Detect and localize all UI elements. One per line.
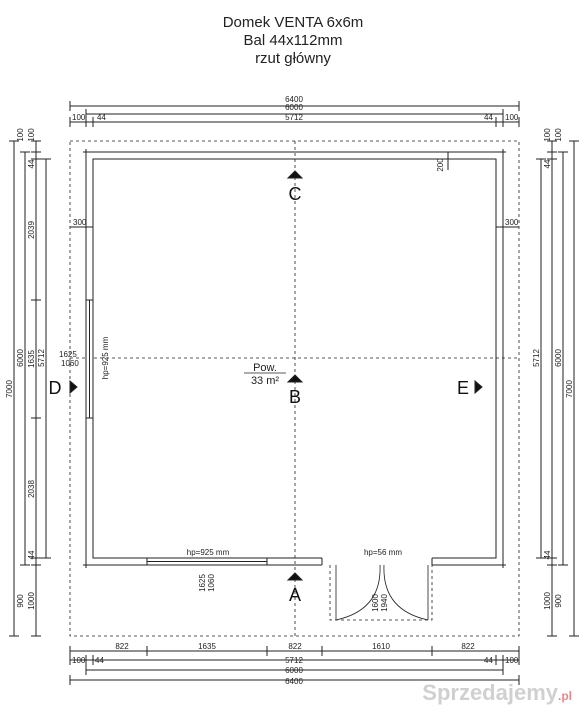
dim-bottom-5712: 5712 xyxy=(285,656,303,665)
door-height-2: 1940 xyxy=(380,594,389,612)
door-height: 1600 xyxy=(371,594,380,612)
dim-left-100-top-2: 100 xyxy=(16,128,25,142)
dim-bottom-6400: 6400 xyxy=(285,677,303,686)
dim-top-6400: 6400 xyxy=(285,95,303,104)
drawing-title: Domek VENTA 6x6m Bal 44x112mm rzut główn… xyxy=(0,14,586,68)
dim-bottom-1610: 1610 xyxy=(372,642,390,651)
dim-bottom-822-b: 822 xyxy=(288,642,302,651)
dim-right-5712: 5712 xyxy=(532,349,541,367)
section-b-label: B xyxy=(289,387,301,407)
window-left-height-2: 1060 xyxy=(61,359,79,368)
door-hp: hp=56 mm xyxy=(364,548,402,557)
dim-left-2038: 2038 xyxy=(27,480,36,498)
watermark-tld: .pl xyxy=(558,689,572,703)
dim-right-900: 900 xyxy=(554,594,563,608)
dim-left-100-top: 100 xyxy=(27,128,36,142)
dim-right-100-top: 100 xyxy=(543,128,552,142)
dim-top-44-right: 44 xyxy=(484,113,493,122)
wall-outer xyxy=(85,151,504,566)
dim-bottom-100-right: 100 xyxy=(505,656,519,665)
section-e-label: E xyxy=(457,378,469,398)
dim-left-6000: 6000 xyxy=(16,349,25,367)
window-left-hp: hp=925 mm xyxy=(101,336,110,379)
window-bottom-height-2: 1060 xyxy=(207,574,216,592)
section-d-label: D xyxy=(49,378,62,398)
dim-top-5712: 5712 xyxy=(285,113,303,122)
section-a-label: A xyxy=(289,585,301,605)
dim-left-1000: 1000 xyxy=(27,592,36,610)
dim-bottom-822-a: 822 xyxy=(115,642,129,651)
window-left-height: 1625 xyxy=(59,350,77,359)
dim-left-44-top: 44 xyxy=(27,159,36,168)
title-line-2: Bal 44x112mm xyxy=(243,32,343,49)
dim-bottom-100-left: 100 xyxy=(72,656,86,665)
dim-top-6000: 6000 xyxy=(285,103,303,112)
dim-300-left: 300 xyxy=(73,218,87,227)
dim-bottom-44-left: 44 xyxy=(95,656,104,665)
section-c-label: C xyxy=(289,184,302,204)
wall-inner xyxy=(92,158,497,559)
dim-left-1635: 1635 xyxy=(27,350,36,368)
dim-left-900: 900 xyxy=(16,594,25,608)
dim-bottom-6000: 6000 xyxy=(285,666,303,675)
area-value: 33 m² xyxy=(251,375,279,387)
dim-left-44-bottom: 44 xyxy=(27,550,36,559)
dim-right-44-bottom: 44 xyxy=(543,550,552,559)
dim-top-100-right: 100 xyxy=(505,113,519,122)
dim-right-100-top-2: 100 xyxy=(554,128,563,142)
dim-bottom-44-right: 44 xyxy=(484,656,493,665)
dim-bottom-1635: 1635 xyxy=(198,642,216,651)
window-bottom-hp: hp=925 mm xyxy=(187,548,230,557)
dim-right-44-top: 44 xyxy=(543,159,552,168)
dim-right-6000: 6000 xyxy=(554,349,563,367)
window-bottom-height: 1625 xyxy=(198,574,207,592)
dim-top-44-left: 44 xyxy=(97,113,106,122)
dim-300-right: 300 xyxy=(505,218,519,227)
dim-right-7000: 7000 xyxy=(565,380,574,398)
dim-top-100-left: 100 xyxy=(72,113,86,122)
dim-left-5712: 5712 xyxy=(37,349,46,367)
title-line-1: Domek VENTA 6x6m xyxy=(222,14,364,31)
dim-200: 200 xyxy=(436,158,445,172)
dim-bottom-822-c: 822 xyxy=(461,642,475,651)
title-line-3: rzut główny xyxy=(255,50,331,67)
dim-right-1000: 1000 xyxy=(543,592,552,610)
watermark: Sprzedajemy.pl xyxy=(422,680,572,706)
watermark-text: Sprzedajemy xyxy=(422,680,558,705)
dim-left-2039: 2039 xyxy=(27,221,36,239)
area-label: Pow. xyxy=(253,362,277,374)
dim-left-7000: 7000 xyxy=(5,380,14,398)
